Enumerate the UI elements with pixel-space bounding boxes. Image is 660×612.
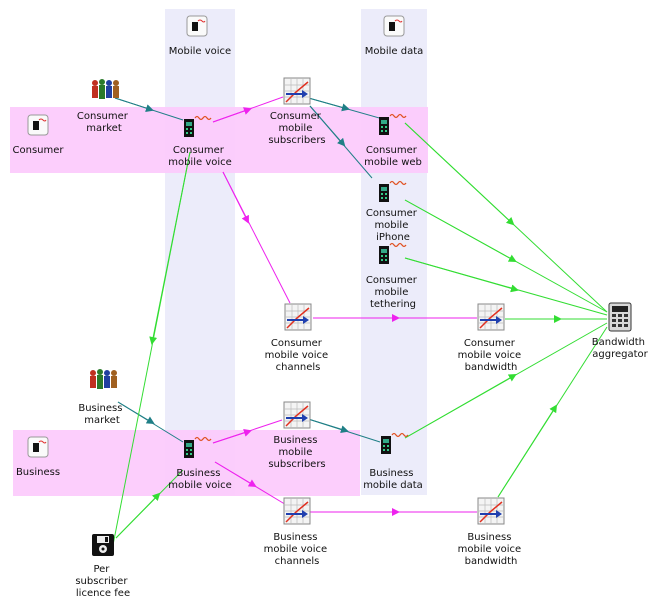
column-header-mobile-voice[interactable]: Mobile voice — [169, 15, 231, 57]
node-label: Business market — [78, 403, 125, 426]
node-consumer-mobile-tethering[interactable]: Consumer mobile tethering — [366, 242, 420, 311]
green-links — [112, 122, 608, 546]
chart-icon — [284, 303, 312, 331]
node-label: Consumer mobile tethering — [366, 275, 420, 310]
row-header-business[interactable]: Business — [16, 436, 60, 478]
chart-icon — [283, 401, 311, 429]
node-consumer-mobile-web[interactable]: Consumer mobile web — [364, 113, 422, 169]
node-label: Business mobile voice bandwidth — [458, 532, 525, 567]
node-label: Per subscriber licence fee — [75, 564, 130, 599]
mobile-phone-icon — [184, 436, 212, 458]
module-icon — [27, 436, 49, 458]
node-label: Consumer mobile voice channels — [265, 338, 332, 373]
node-consumer-mobile-subscribers[interactable]: Consumer mobile subscribers — [268, 77, 326, 146]
node-consumer-mobile-voice-bandwidth[interactable]: Consumer mobile voice bandwidth — [458, 303, 525, 373]
aggregator-icon — [608, 302, 632, 332]
node-label: Consumer mobile iPhone — [366, 208, 420, 243]
mobile-phone-icon — [379, 242, 407, 264]
node-business-mobile-subscribers[interactable]: Business mobile subscribers — [268, 401, 326, 470]
mobile-phone-icon — [379, 113, 407, 135]
node-per-subscriber-licence-fee[interactable]: Per subscriber licence fee — [75, 534, 130, 599]
column-band-mobile-voice — [165, 9, 235, 495]
node-label: Bandwidth aggregator — [592, 337, 649, 360]
column-header-label: Mobile data — [365, 46, 424, 57]
row-header-consumer[interactable]: Consumer — [13, 114, 65, 156]
module-icon — [27, 114, 49, 136]
mobile-phone-icon — [379, 180, 407, 202]
node-business-market[interactable]: Business market — [78, 369, 125, 426]
teal-links — [114, 96, 384, 443]
node-business-mobile-data[interactable]: Business mobile data — [363, 432, 423, 492]
row-header-label: Consumer — [13, 145, 65, 156]
column-header-mobile-data[interactable]: Mobile data — [365, 15, 424, 57]
node-label: Business mobile data — [363, 468, 423, 491]
people-icon — [92, 79, 119, 99]
node-business-mobile-voice[interactable]: Business mobile voice — [168, 436, 232, 492]
node-label: Business mobile voice — [168, 468, 232, 491]
node-bandwidth-aggregator[interactable]: Bandwidth aggregator — [592, 302, 649, 360]
mobile-phone-icon — [381, 432, 409, 454]
node-label: Business mobile subscribers — [268, 435, 325, 470]
floppy-disk-icon — [92, 534, 114, 556]
node-label: Consumer market — [77, 111, 131, 134]
node-label: Consumer mobile voice bandwidth — [458, 338, 525, 373]
node-consumer-mobile-voice[interactable]: Consumer mobile voice — [168, 115, 232, 169]
node-consumer-mobile-iphone[interactable]: Consumer mobile iPhone — [366, 180, 420, 244]
node-label: Consumer mobile voice — [168, 145, 232, 168]
magenta-links — [212, 96, 477, 516]
node-business-mobile-voice-bandwidth[interactable]: Business mobile voice bandwidth — [458, 497, 525, 567]
row-header-label: Business — [16, 467, 60, 478]
node-label: Consumer mobile web — [364, 145, 422, 168]
module-icon — [383, 15, 405, 37]
node-consumer-market[interactable]: Consumer market — [77, 79, 131, 134]
mobile-phone-icon — [184, 115, 212, 137]
node-business-mobile-voice-channels[interactable]: Business mobile voice channels — [264, 497, 331, 567]
chart-icon — [283, 497, 311, 525]
column-band-mobile-data — [361, 9, 427, 495]
people-icon — [90, 369, 117, 389]
chart-icon — [283, 77, 311, 105]
node-label: Consumer mobile subscribers — [268, 111, 325, 146]
module-icon — [186, 15, 208, 37]
node-label: Business mobile voice channels — [264, 532, 331, 567]
chart-icon — [477, 497, 505, 525]
node-consumer-mobile-voice-channels[interactable]: Consumer mobile voice channels — [265, 303, 332, 373]
chart-icon — [477, 303, 505, 331]
column-header-label: Mobile voice — [169, 46, 231, 57]
